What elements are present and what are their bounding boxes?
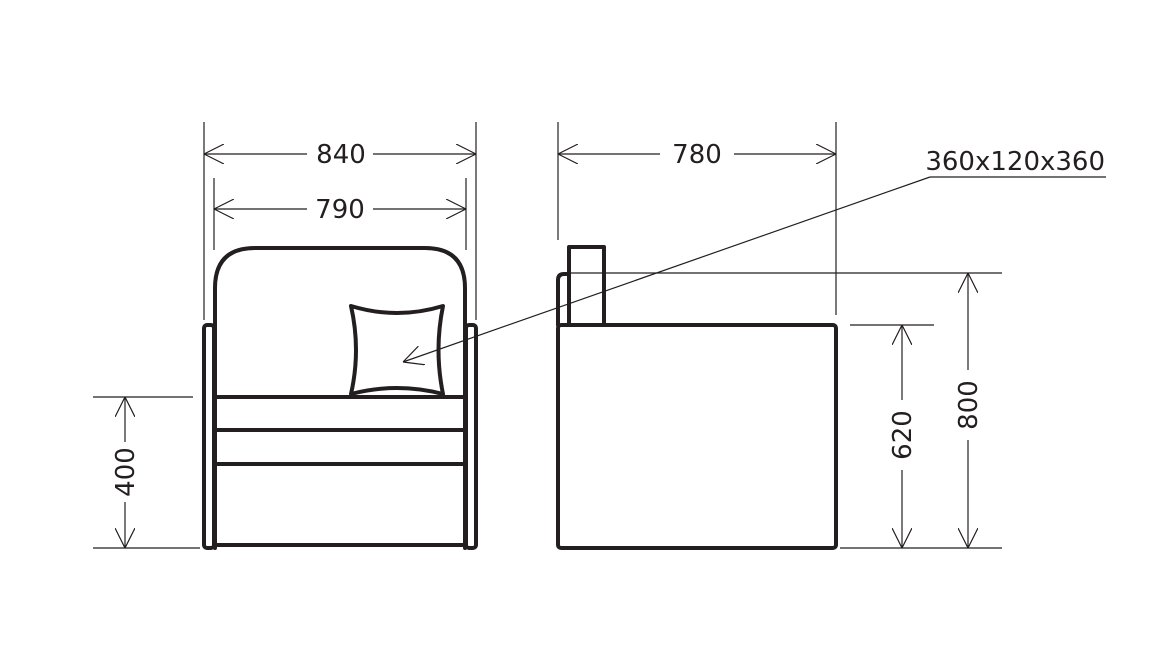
pillow bbox=[349, 304, 445, 396]
dim-label-800: 800 bbox=[954, 380, 984, 430]
front-left-armrest bbox=[202, 323, 216, 550]
dim-label-620: 620 bbox=[888, 410, 918, 460]
callout-label-pillow-size: 360x120x360 bbox=[925, 147, 1105, 177]
front-view bbox=[202, 246, 478, 550]
front-dimensions: 840 790 400 bbox=[93, 122, 477, 549]
pillow-callout: 360x120x360 bbox=[403, 147, 1106, 362]
side-armrest-edge bbox=[556, 272, 571, 327]
side-backrest bbox=[567, 245, 606, 327]
dim-label-400: 400 bbox=[111, 447, 141, 497]
side-dimensions: 780 620 800 bbox=[557, 122, 1002, 549]
dim-label-780: 780 bbox=[672, 140, 722, 170]
callout-leader-arrow bbox=[403, 176, 931, 362]
dim-label-840: 840 bbox=[316, 140, 366, 170]
side-view bbox=[556, 245, 838, 550]
dim-label-790: 790 bbox=[315, 195, 365, 225]
front-backrest bbox=[213, 246, 467, 550]
side-body bbox=[556, 323, 838, 550]
front-right-armrest bbox=[464, 323, 478, 550]
